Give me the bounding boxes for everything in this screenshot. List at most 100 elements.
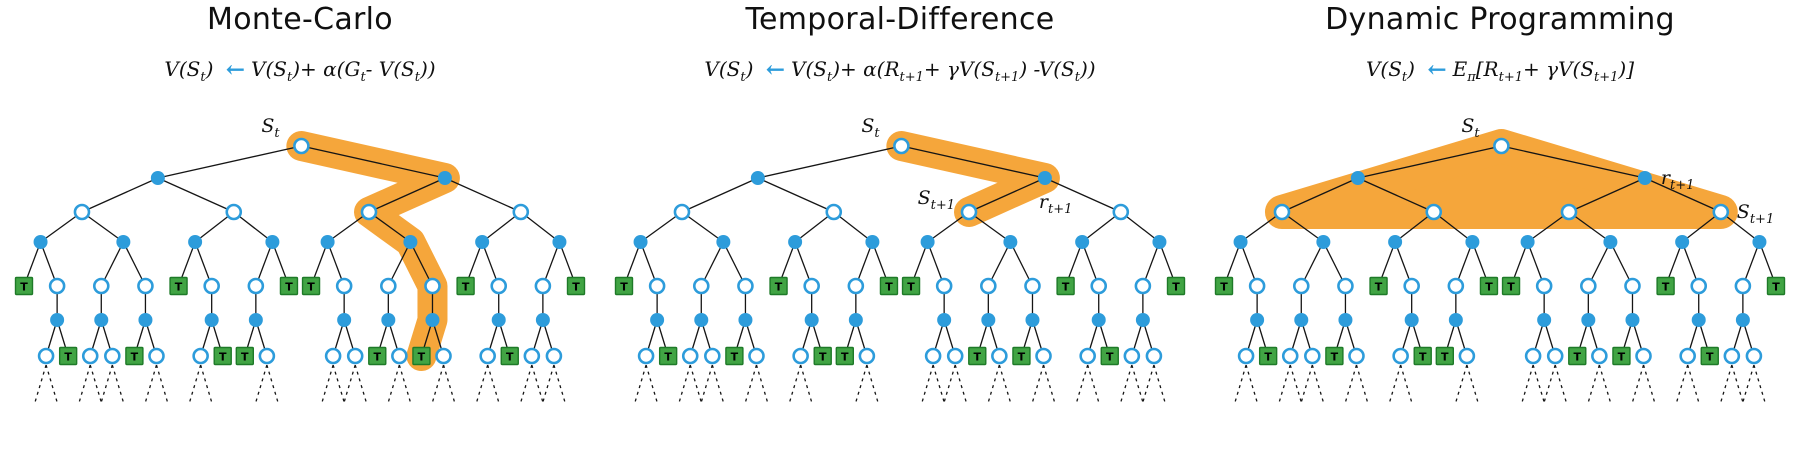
terminal-node-label: T (374, 351, 382, 364)
continuation-edge (954, 364, 967, 403)
action-node (848, 313, 863, 327)
terminal-node (1056, 276, 1075, 296)
tree-edge (1357, 177, 1435, 213)
tree-edge (968, 177, 1046, 213)
continuation-edge (700, 364, 713, 403)
state-node (935, 277, 953, 295)
action-node (248, 313, 263, 327)
equation-segment: - V(S (365, 57, 415, 81)
equation-segment: V(S (704, 57, 741, 81)
terminal-node-label: T (1441, 351, 1449, 364)
terminal-node (614, 276, 634, 296)
tree-edge (1281, 177, 1359, 213)
state-node (490, 277, 508, 295)
terminal-node (1612, 346, 1631, 366)
continuation-edge (645, 364, 658, 403)
equation-segment: ) (205, 57, 220, 81)
continuation-edge (789, 364, 802, 403)
action-node (94, 313, 109, 327)
terminal-node-label: T (506, 351, 514, 364)
terminal-node-label: T (1264, 351, 1272, 364)
continuation-edge (332, 364, 345, 403)
state-node (1535, 277, 1553, 295)
continuation-edge (711, 364, 724, 403)
terminal-node-label: T (1331, 351, 1339, 364)
tree-edge (81, 177, 159, 213)
tree-edge (301, 145, 446, 179)
state-node (803, 277, 820, 295)
state-node (545, 347, 563, 365)
state-node (1304, 347, 1321, 365)
tree-edge (1240, 211, 1283, 243)
equation-segment: t (740, 70, 746, 85)
state-node (1237, 347, 1255, 365)
equation-segment: )+ α(R (832, 57, 900, 81)
equation-segment: t (287, 70, 293, 85)
action-node (320, 235, 335, 249)
state-node (1403, 277, 1420, 295)
action-node (1603, 235, 1618, 249)
continuation-edge (431, 364, 445, 403)
action-node (425, 313, 440, 327)
terminal-node-label: T (819, 351, 827, 364)
terminal-node-label: T (731, 351, 739, 364)
state-node (424, 277, 441, 295)
continuation-edge (542, 364, 555, 403)
continuation-edge (1355, 364, 1369, 403)
terminal-node (901, 276, 921, 296)
update-equation: V(St) ←V(St)+ α(Gt- V(St)) (0, 56, 600, 85)
terminal-node-label: T (1419, 351, 1427, 364)
continuation-edge (1676, 364, 1689, 403)
continuation-edge (634, 364, 647, 403)
action-node (804, 313, 819, 327)
state-node (203, 277, 220, 295)
continuation-edge (855, 364, 868, 403)
continuation-edge (1042, 364, 1056, 403)
terminal-node-label: T (307, 281, 315, 294)
continuation-edge (1311, 364, 1324, 403)
state-node (704, 347, 721, 365)
equation-segment: t+1 (994, 70, 1020, 85)
state-node (37, 347, 55, 365)
action-node (750, 171, 765, 185)
tree-edge (368, 177, 446, 213)
state-node (1035, 347, 1052, 365)
state-node (847, 277, 865, 295)
action-node (1350, 171, 1365, 185)
action-node (403, 235, 418, 249)
state-node (1337, 277, 1354, 295)
continuation-edge (744, 364, 758, 403)
terminal-node (456, 276, 475, 296)
terminal-node (1100, 346, 1119, 366)
state-node (858, 347, 876, 365)
action-node (188, 235, 203, 249)
tree-label: St (1461, 115, 1480, 141)
terminal-node (125, 346, 144, 366)
continuation-edge (1587, 364, 1600, 403)
continuation-edge (987, 364, 1000, 403)
state-node (534, 277, 552, 295)
state-node (1560, 203, 1578, 221)
tree-edge (368, 211, 411, 243)
state-node (479, 347, 496, 365)
continuation-edge (1554, 364, 1567, 403)
state-node (991, 347, 1008, 365)
state-node (681, 347, 699, 365)
continuation-edge (255, 364, 268, 403)
terminal-node (1435, 346, 1455, 366)
state-node (980, 277, 997, 295)
state-node (48, 277, 66, 295)
terminal-node (968, 346, 987, 366)
state-node (1624, 277, 1641, 295)
continuation-edge (354, 364, 367, 403)
continuation-edge (1289, 364, 1302, 403)
terminal-node-label: T (907, 281, 915, 294)
terminal-node (835, 346, 855, 366)
terminal-node-label: T (775, 281, 783, 294)
tree-edge (757, 145, 902, 179)
continuation-edge (531, 364, 544, 403)
state-node (73, 203, 91, 221)
state-node (258, 347, 276, 365)
continuation-edge (1742, 364, 1755, 403)
